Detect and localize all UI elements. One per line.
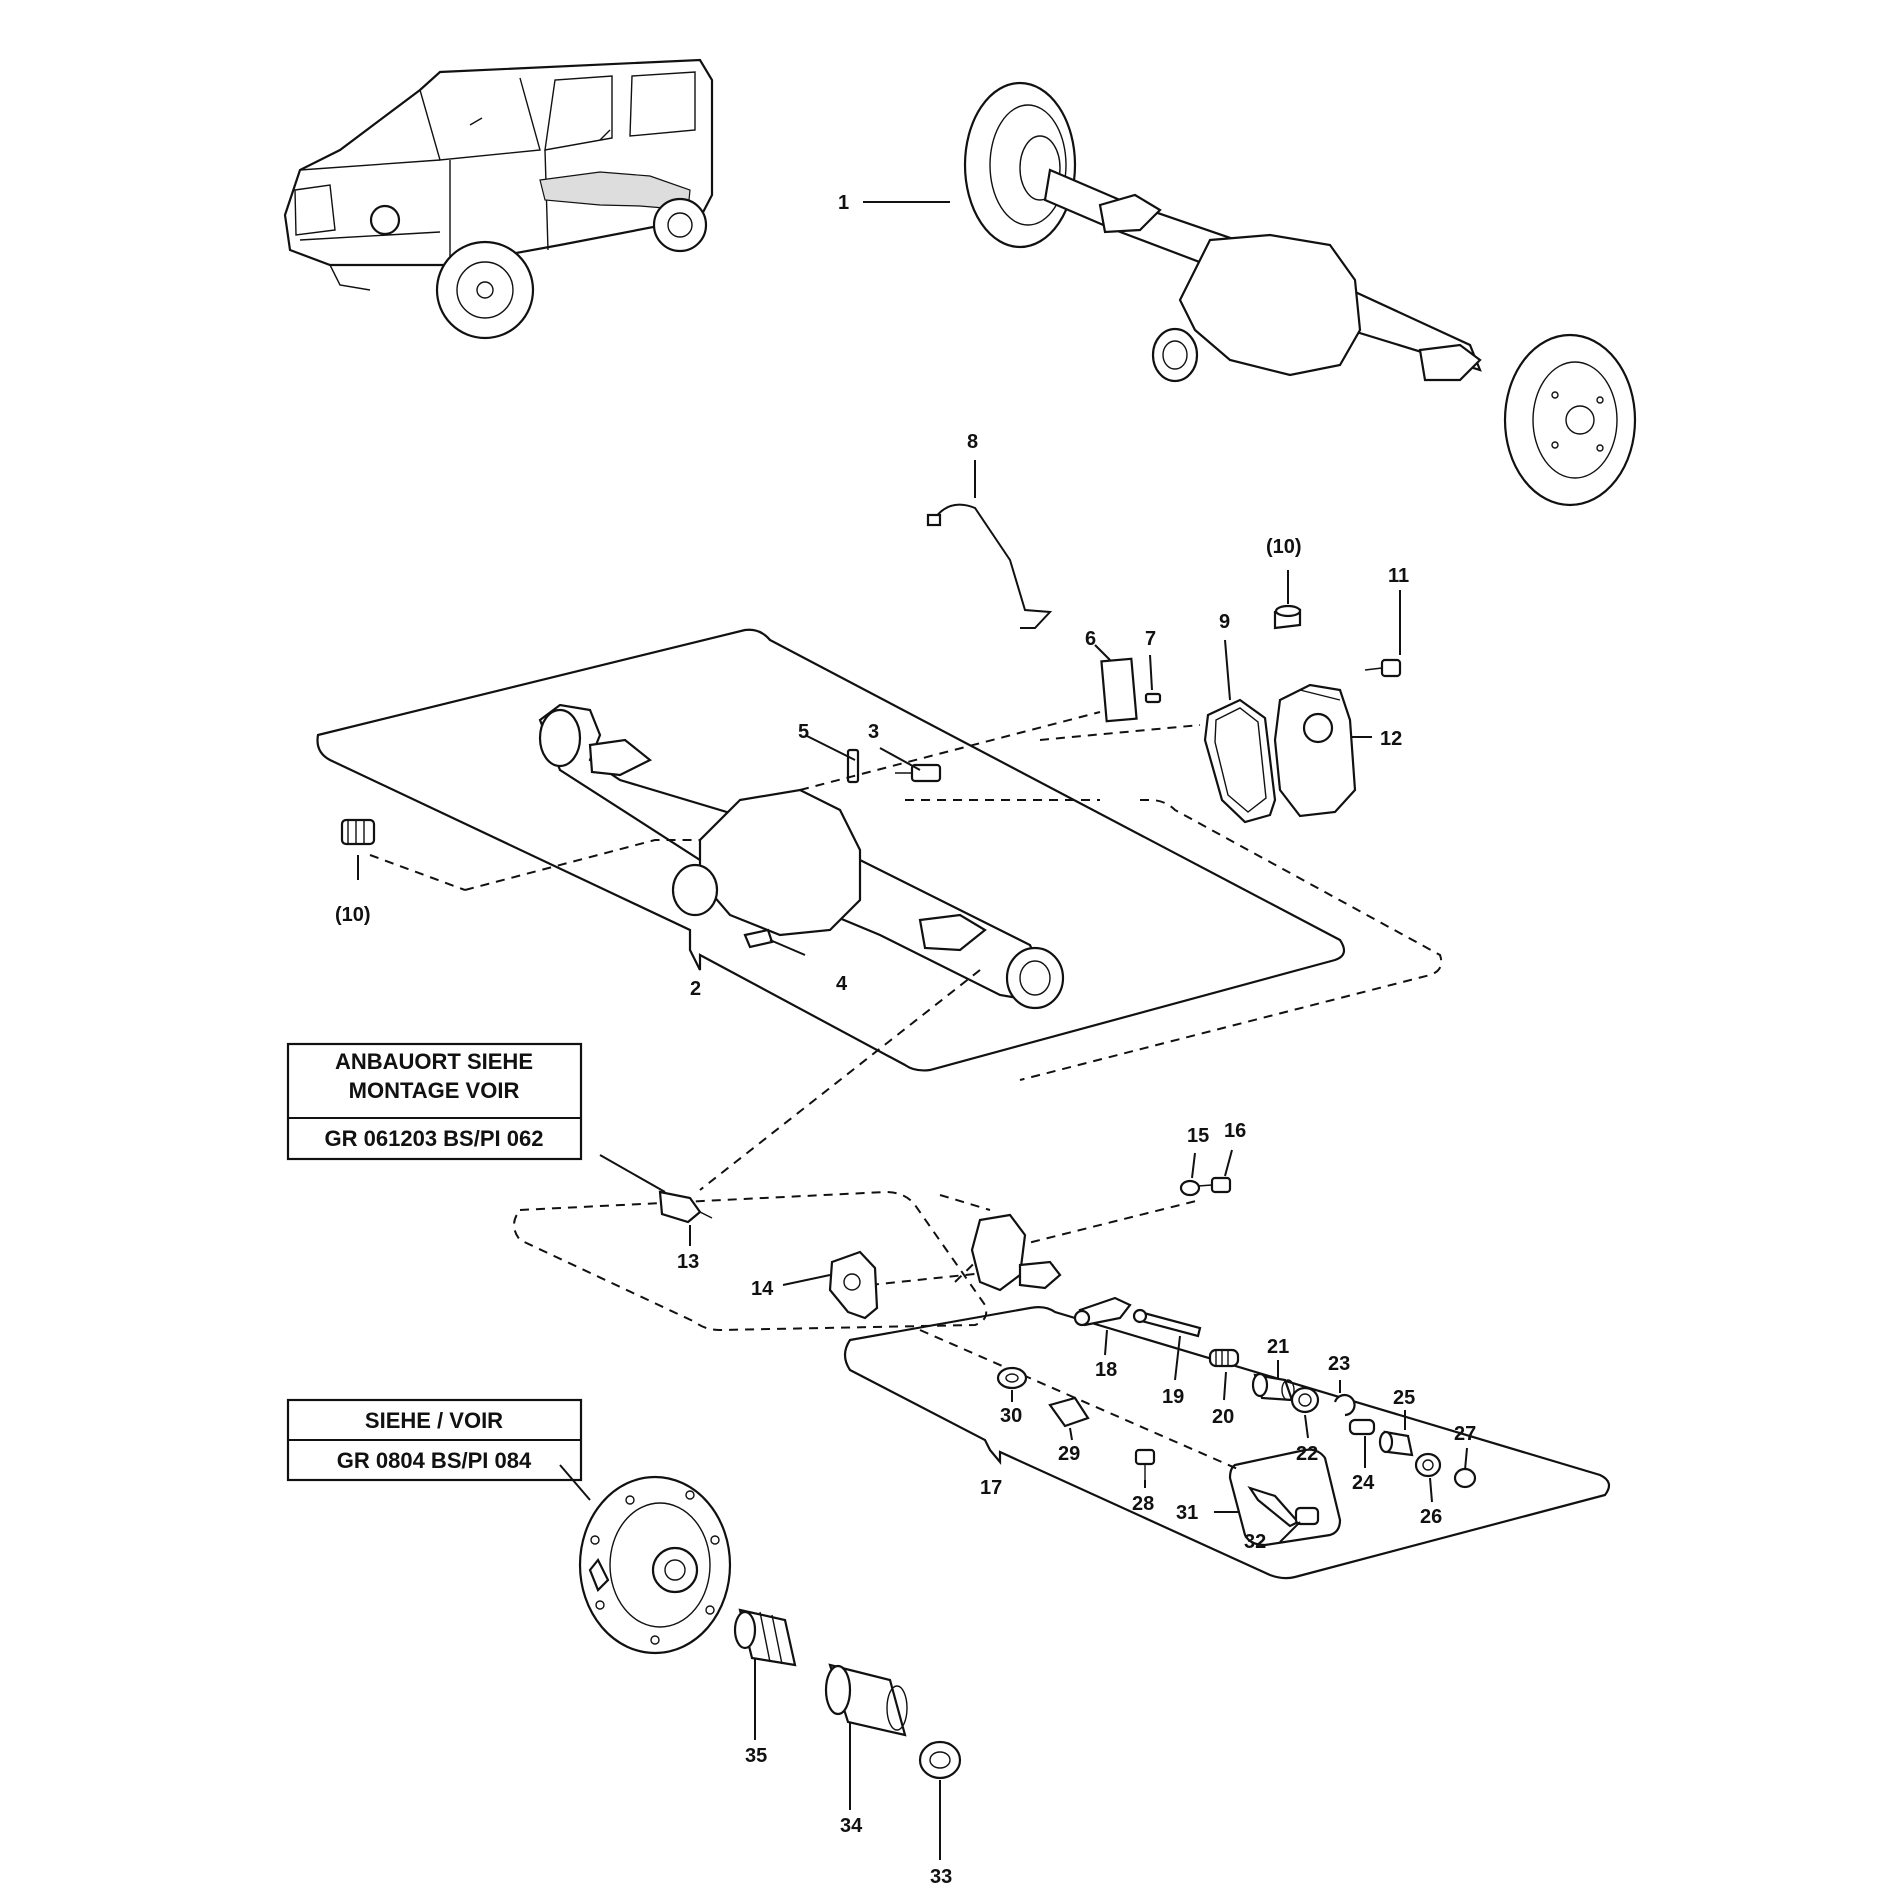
seal-26 (1414, 1452, 1442, 1478)
label-19: 19 (1162, 1386, 1184, 1408)
sleeve-34 (824, 1663, 908, 1737)
label-32: 32 (1244, 1531, 1266, 1553)
label-4: 4 (836, 973, 848, 995)
label-34: 34 (840, 1815, 863, 1837)
label-31: 31 (1176, 1502, 1198, 1524)
bolt-16 (1197, 1176, 1232, 1194)
fork-18 (1073, 1296, 1132, 1327)
label-33: 33 (930, 1866, 952, 1888)
complete-rear-axle (863, 81, 1637, 507)
note-line-2: MONTAGE VOIR (349, 1078, 520, 1103)
label-9: 9 (1219, 611, 1230, 633)
label-13: 13 (677, 1251, 699, 1273)
leader-lines (357, 460, 1468, 1860)
drive-flange-35 (733, 1608, 797, 1667)
label-22: 22 (1296, 1443, 1318, 1465)
label-27: 27 (1454, 1423, 1476, 1445)
label-7: 7 (1145, 628, 1156, 650)
shift-rod-19 (1132, 1308, 1202, 1338)
bolt-3 (895, 763, 942, 783)
label-21: 21 (1267, 1336, 1289, 1358)
spring-24 (1348, 1418, 1376, 1436)
label-35: 35 (745, 1745, 767, 1767)
dashed-leaders-17 (869, 1194, 1241, 1471)
plug-4 (743, 928, 774, 949)
circlip-23 (1333, 1393, 1356, 1417)
pinion-housing (970, 1213, 1062, 1292)
piston-25 (1378, 1430, 1414, 1457)
vent-valve-13 (658, 1190, 713, 1224)
differential-parts-plate (843, 1306, 1611, 1580)
note-ref: GR 061203 BS/PI 062 (325, 1126, 544, 1151)
label-10-top: (10) (1266, 536, 1302, 558)
label-5: 5 (798, 721, 809, 743)
label-24: 24 (1352, 1472, 1375, 1494)
ring-27 (1453, 1467, 1477, 1489)
nut-33 (918, 1740, 962, 1780)
vent-pipe-8 (926, 503, 1053, 629)
axle-housing-plate (316, 628, 1346, 1072)
label-3: 3 (868, 721, 879, 743)
label-12: 12 (1380, 728, 1402, 750)
label-1: 1 (838, 192, 849, 214)
note-line-1: ANBAUORT SIEHE (335, 1049, 533, 1074)
label-17: 17 (980, 1477, 1002, 1499)
plug-10-left (340, 818, 376, 846)
cover-12 (1273, 683, 1357, 818)
washer-22 (1290, 1386, 1320, 1414)
label-15: 15 (1187, 1125, 1209, 1147)
plate-6 (1100, 657, 1138, 723)
pin-7 (1144, 692, 1162, 704)
washer-15 (1179, 1179, 1201, 1197)
label-30: 30 (1000, 1405, 1022, 1427)
label-6: 6 (1085, 628, 1096, 650)
label-14: 14 (751, 1278, 774, 1300)
bracket-29 (1048, 1396, 1090, 1428)
washer-30 (996, 1366, 1028, 1390)
bolt-28 (1134, 1448, 1156, 1480)
dashed-outline-housing (369, 711, 1443, 1191)
label-16: 16 (1224, 1120, 1246, 1142)
note-title: SIEHE / VOIR (365, 1408, 503, 1433)
label-26: 26 (1420, 1506, 1442, 1528)
label-10-left: (10) (335, 904, 371, 926)
spring-20 (1208, 1348, 1240, 1368)
bolt-11 (1364, 658, 1402, 678)
part-labels: 1 2 3 4 5 6 7 8 9 (10) (10) 11 12 13 14 … (335, 192, 1476, 1888)
note-ref-2: GR 0804 BS/PI 084 (337, 1448, 532, 1473)
label-23: 23 (1328, 1353, 1350, 1375)
label-2: 2 (690, 978, 701, 1000)
note-box-anbauort: ANBAUORT SIEHE MONTAGE VOIR GR 061203 BS… (286, 1042, 583, 1161)
label-28: 28 (1132, 1493, 1154, 1515)
dashed-outline-13 (513, 1190, 1001, 1332)
vehicle-illustration (283, 58, 714, 340)
plug-10 (1273, 604, 1302, 630)
label-18: 18 (1095, 1359, 1117, 1381)
gasket-14 (828, 1250, 879, 1320)
switch-panel-31 (1228, 1448, 1342, 1547)
label-8: 8 (967, 431, 978, 453)
note-box-siehe: SIEHE / VOIR GR 0804 BS/PI 084 (286, 1398, 583, 1482)
gasket-9 (1203, 698, 1277, 824)
label-11: 11 (1388, 565, 1409, 587)
hub-group (578, 1475, 732, 1655)
sleeve-21 (1251, 1372, 1295, 1402)
label-25: 25 (1393, 1387, 1415, 1409)
label-29: 29 (1058, 1443, 1080, 1465)
label-20: 20 (1212, 1406, 1234, 1428)
